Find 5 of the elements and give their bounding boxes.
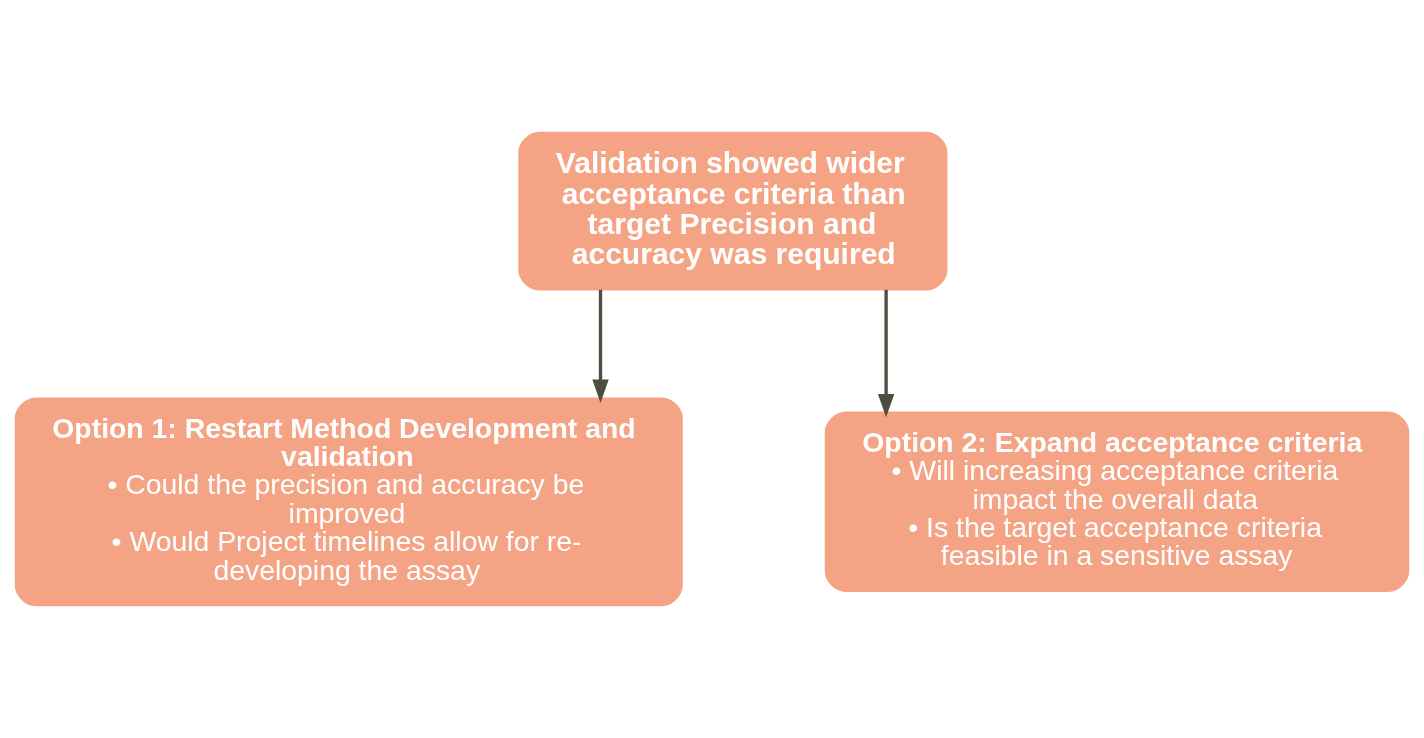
node-box: Validation showed wider acceptance criteria than target Precision and accuracy was required [518,131,948,291]
node-box: Option 1: Restart Method Development and validation • Could the precision and accuracy be improved • Would Project timelines allow for re-developing the assay [14,397,683,607]
arrow [592,289,609,403]
node-box: Option 2: Expand acceptance criteria • Will increasing acceptance criteria impact the overall data • Is the target acceptance criteria feasible in a sensitive assay [824,411,1410,592]
arrow [877,289,895,418]
